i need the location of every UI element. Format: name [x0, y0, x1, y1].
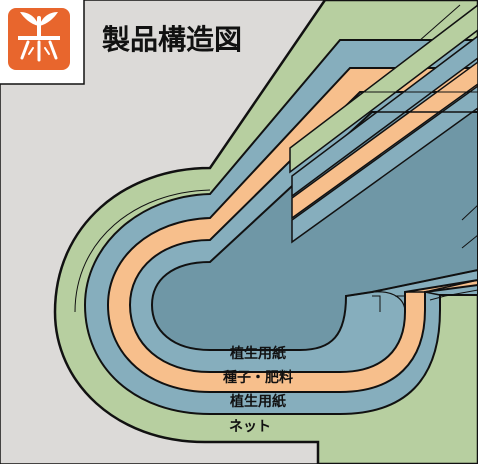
sprout-roots-logo-icon [8, 8, 70, 70]
layer-label-seed-fertilizer: 種子・肥料 [223, 369, 293, 386]
layer-label-planting-paper-inner: 植生用紙 [229, 345, 286, 362]
layer-label-planting-paper-outer: 植生用紙 [229, 393, 286, 410]
page-title: 製品構造図 [102, 23, 242, 56]
layer-label-net: ネット [229, 419, 271, 435]
core-cavity [150, 111, 478, 351]
